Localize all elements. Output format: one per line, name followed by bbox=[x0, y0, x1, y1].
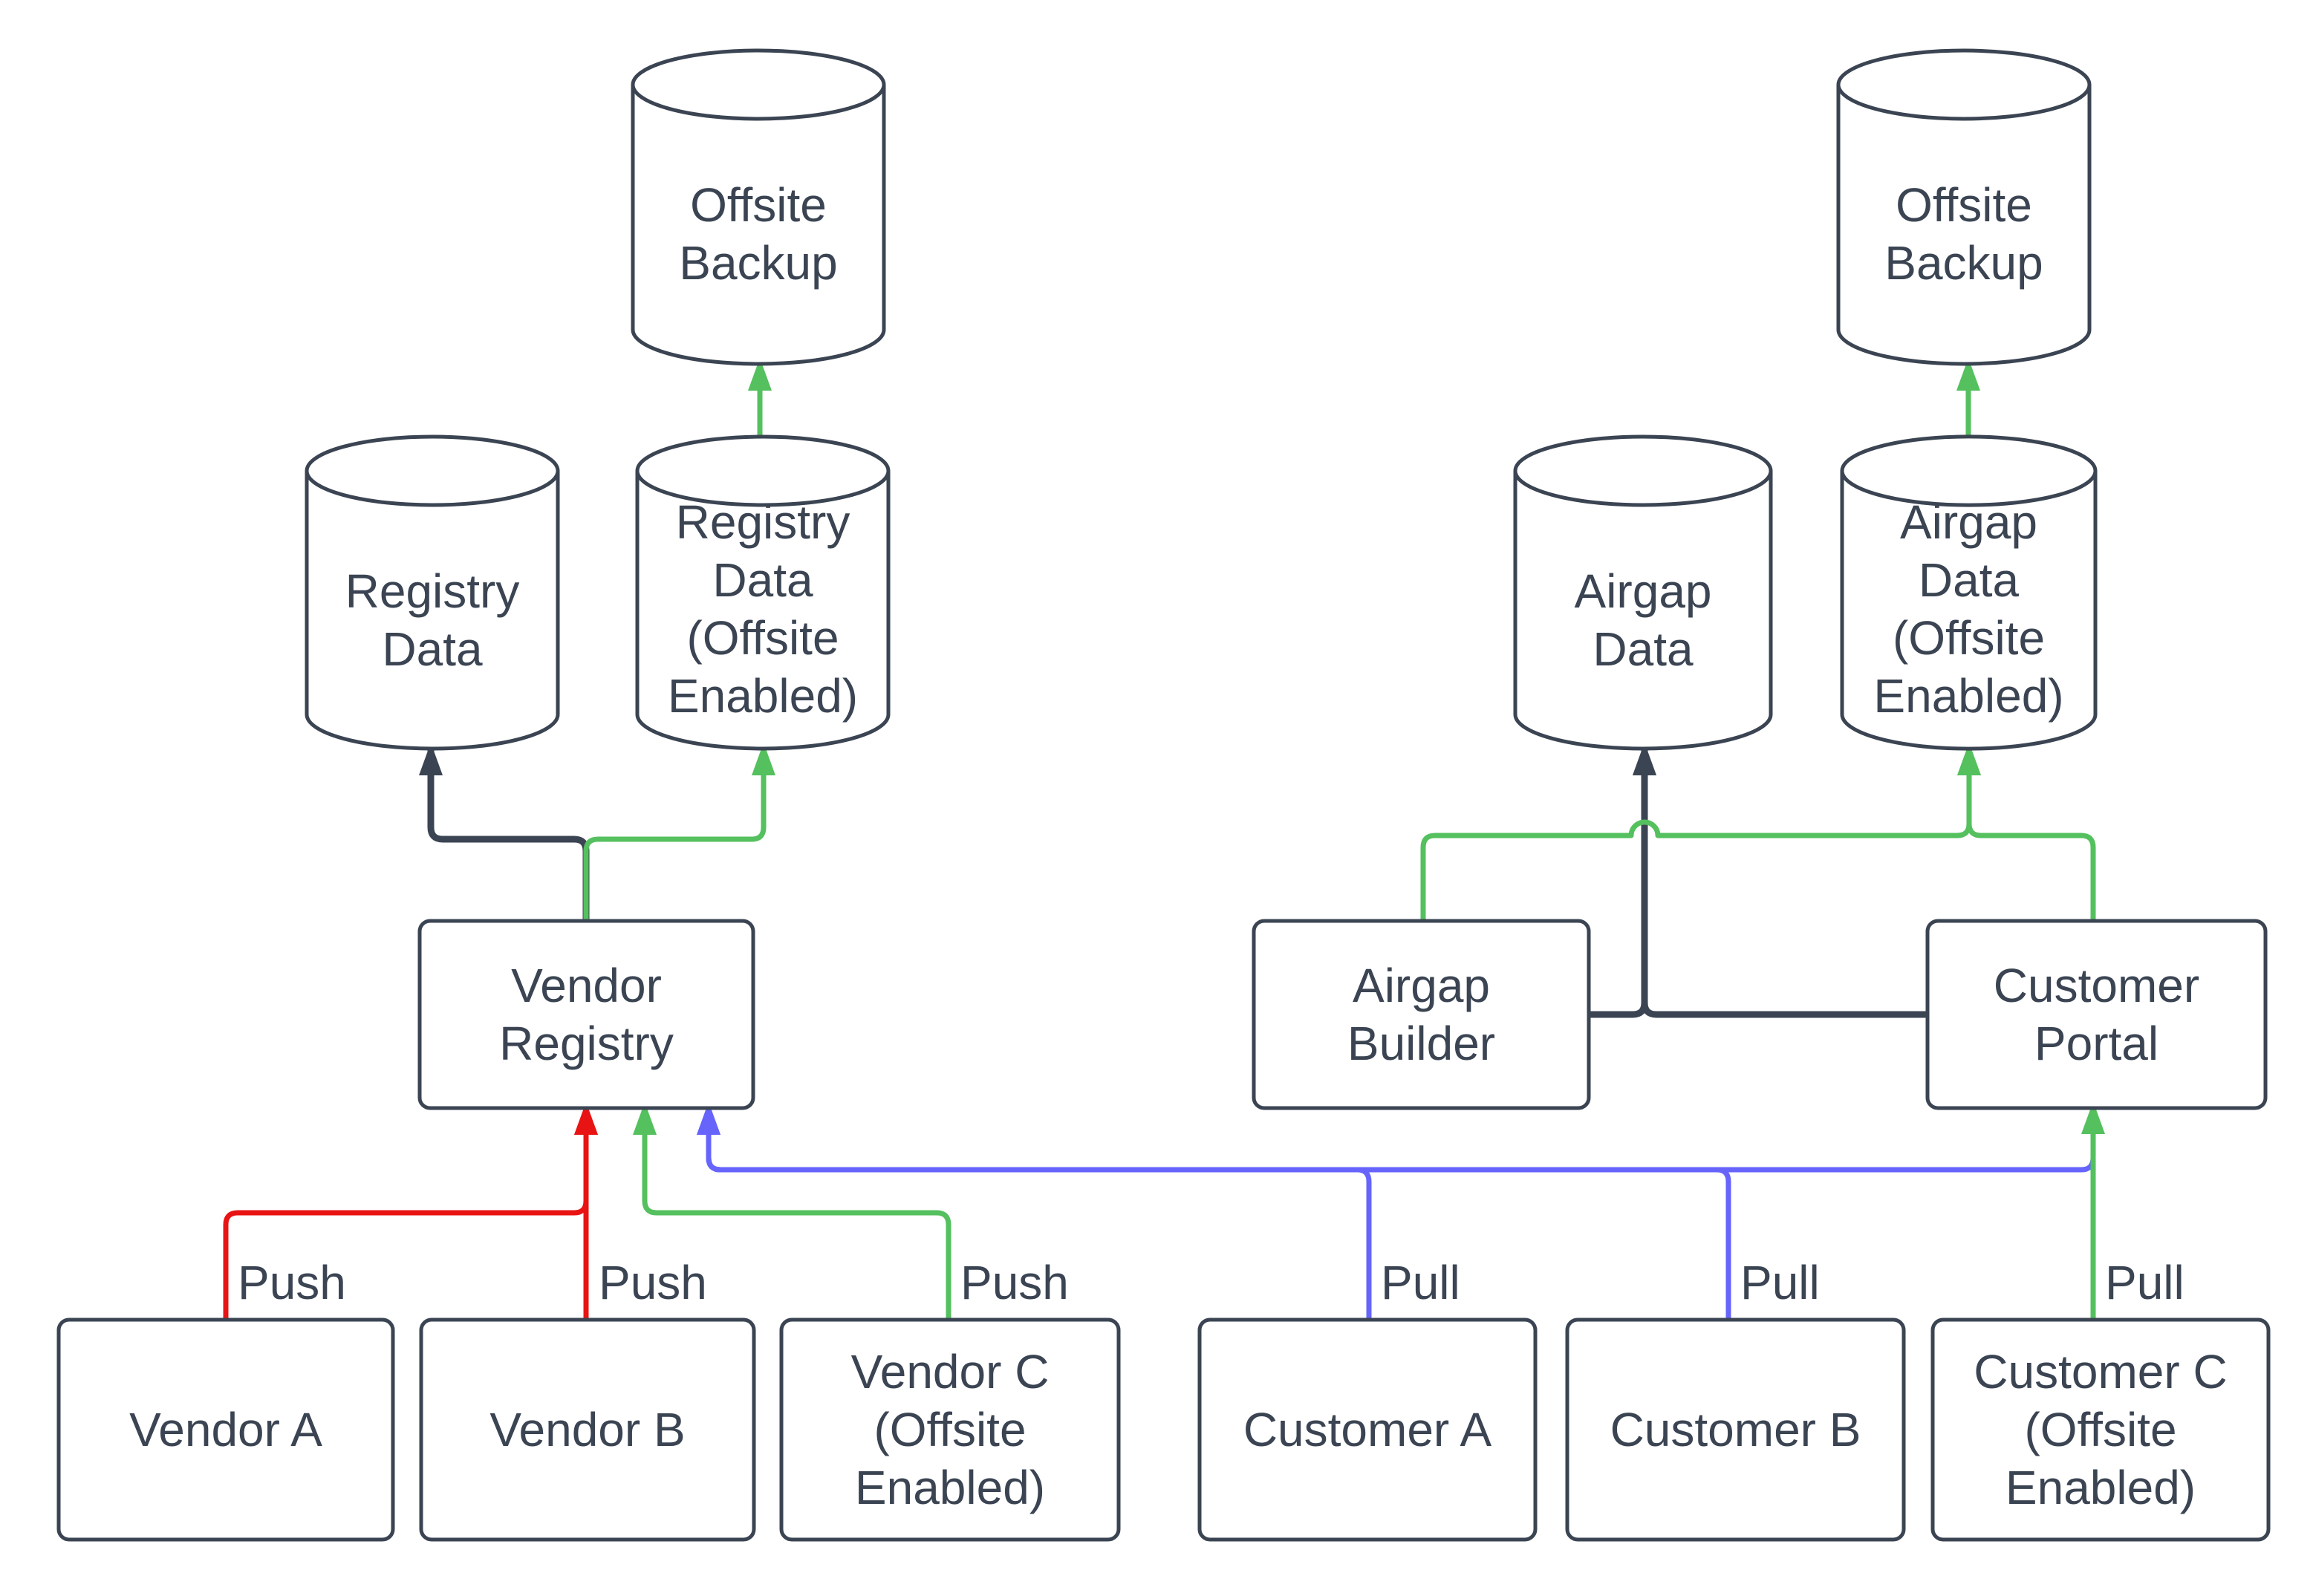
vendor-registry-label: Vendor Registry bbox=[499, 959, 674, 1070]
registry-data-offsite-label: Registry Data (Offsite Enabled) bbox=[667, 495, 859, 723]
airgap-builder-label: Airgap Builder bbox=[1347, 959, 1496, 1070]
box-vendor-c bbox=[779, 1317, 1121, 1542]
edge-airgap-builder-to-airgap-data bbox=[1590, 743, 1656, 1018]
edges bbox=[223, 358, 2105, 1318]
edge-customer-portal-to-vendor-registry bbox=[697, 1102, 2096, 1173]
vendor-c-label: Vendor C (Offsite Enabled) bbox=[850, 1345, 1050, 1514]
edge-vendor-c-to-vendor-registry bbox=[633, 1102, 951, 1318]
cylinder-airgap-data-offsite bbox=[1840, 434, 2098, 751]
registry-data-label: Registry Data bbox=[345, 564, 520, 676]
box-vendor-a bbox=[56, 1317, 395, 1542]
box-airgap-builder bbox=[1252, 919, 1591, 1110]
pull-label-customer-b: Pull bbox=[1740, 1256, 1820, 1309]
cylinder-registry-data bbox=[305, 434, 560, 751]
customer-portal-label: Customer Portal bbox=[1993, 959, 2200, 1070]
push-label-vendor-a: Push bbox=[238, 1256, 346, 1309]
customer-b-label: Customer B bbox=[1610, 1403, 1861, 1456]
customer-a-label: Customer A bbox=[1243, 1403, 1492, 1456]
box-vendor-b bbox=[419, 1317, 756, 1542]
cylinder-airgap-data bbox=[1513, 434, 1773, 751]
airgap-data-offsite-label: Airgap Data (Offsite Enabled) bbox=[1873, 495, 2064, 723]
edge-vendor-registry-to-registry-data-offsite bbox=[583, 743, 775, 921]
pull-label-customer-a: Pull bbox=[1381, 1256, 1460, 1309]
airgap-data-label: Airgap Data bbox=[1574, 564, 1712, 676]
offsite-backup-left-label: Offsite Backup bbox=[679, 178, 838, 290]
edge-customer-portal-to-airgap-data-offsite bbox=[1957, 743, 2096, 921]
vendor-a-label: Vendor A bbox=[129, 1403, 322, 1456]
vendor-b-label: Vendor B bbox=[489, 1403, 686, 1456]
cylinder-offsite-backup-left bbox=[631, 48, 886, 366]
edge-vendor-registry-to-registry-data bbox=[419, 743, 590, 921]
box-customer-c bbox=[1930, 1317, 2271, 1542]
box-customer-b bbox=[1565, 1317, 1906, 1542]
box-customer-a bbox=[1197, 1317, 1538, 1542]
cylinder-registry-data-offsite bbox=[635, 434, 891, 751]
edge-airgap-builder-to-airgap-data-offsite bbox=[1420, 743, 1981, 921]
box-customer-portal bbox=[1925, 919, 2268, 1110]
push-label-vendor-c: Push bbox=[960, 1256, 1069, 1309]
edge-customer-portal-to-airgap-data bbox=[1633, 743, 1926, 1018]
push-label-vendor-b: Push bbox=[599, 1256, 707, 1309]
cylinder-offsite-backup-right bbox=[1836, 48, 2092, 366]
pull-label-customer-c: Pull bbox=[2105, 1256, 2184, 1309]
customer-c-label: Customer C (Offsite Enabled) bbox=[1974, 1345, 2228, 1514]
offsite-backup-right-label: Offsite Backup bbox=[1884, 178, 2043, 290]
box-vendor-registry bbox=[417, 919, 755, 1110]
